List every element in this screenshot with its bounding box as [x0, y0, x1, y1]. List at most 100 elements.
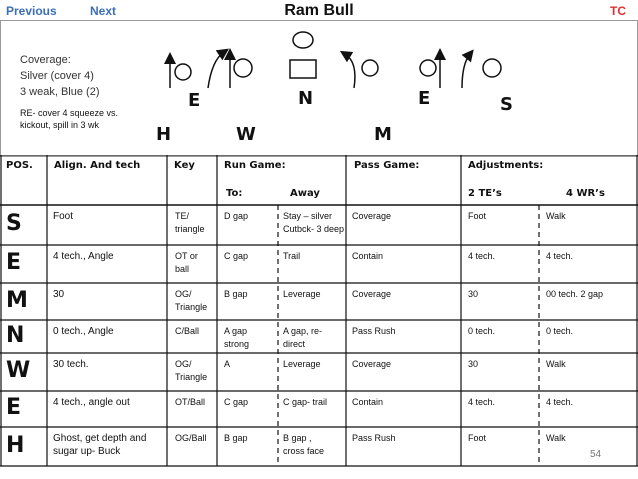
page-number: 54: [590, 449, 602, 460]
cell-away2: cross face: [283, 446, 325, 456]
cell-pass: Pass Rush: [352, 326, 396, 336]
header-run-game: Run Game:: [224, 160, 286, 171]
position-letter: W: [6, 358, 31, 383]
cell-wr: Walk: [546, 359, 566, 369]
cell-align: 30 tech.: [53, 359, 89, 370]
cell-key1: OG/: [175, 289, 192, 299]
cell-wr: 4 tech.: [546, 251, 574, 261]
cell-key1: OG/Ball: [175, 433, 207, 443]
header-align: Align. And tech: [54, 160, 141, 171]
player-h: H: [156, 124, 172, 145]
formation-diagram: Coverage: Silver (cover 4) 3 weak, Blue …: [0, 20, 638, 157]
cell-key1: OG/: [175, 359, 192, 369]
cell-te: 4 tech.: [468, 397, 496, 407]
cell-align: Ghost, get depth and: [53, 433, 147, 444]
cell-align2: sugar up- Buck: [53, 446, 121, 457]
cell-to1: A gap: [224, 326, 248, 336]
coverage-label: Coverage:: [20, 54, 71, 66]
player-n: N: [298, 88, 314, 109]
cell-away1: Stay – silver: [283, 211, 333, 221]
cell-wr: 4 tech.: [546, 397, 574, 407]
header-2te: 2 TE’s: [468, 188, 502, 199]
lineman-circle: [361, 59, 379, 77]
cell-to1: A: [224, 359, 231, 369]
table-lines: [0, 155, 638, 467]
cell-pass: Coverage: [352, 289, 392, 299]
offense-formation: [164, 31, 502, 89]
cell-pass: Coverage: [352, 211, 392, 221]
cell-pass: Contain: [352, 397, 384, 407]
lineman-circle: [233, 58, 253, 78]
player-w: W: [236, 124, 256, 145]
cell-align: 4 tech., Angle: [53, 251, 114, 262]
cell-te: 4 tech.: [468, 251, 496, 261]
cell-away1: C gap- trail: [283, 397, 328, 407]
cell-to1: D gap: [224, 211, 249, 221]
cell-align: 30: [53, 289, 65, 300]
previous-link[interactable]: Previous: [6, 4, 57, 18]
cell-te: 30: [468, 359, 479, 369]
cell-key1: C/Ball: [175, 326, 200, 336]
header-pass-game: Pass Game:: [354, 160, 420, 171]
cell-te: Foot: [468, 211, 487, 221]
cell-pass: Contain: [352, 251, 384, 261]
header-4wr: 4 WR’s: [566, 188, 605, 199]
lineman-circle: [419, 59, 437, 77]
cell-align: 4 tech., angle out: [53, 397, 130, 408]
cell-key2: Triangle: [175, 372, 208, 382]
lineman-circle: [174, 63, 192, 81]
page-title: Ram Bull: [284, 2, 354, 19]
coverage-line2: 3 weak, Blue (2): [20, 86, 100, 98]
cell-away1: A gap, re-: [283, 326, 323, 336]
cell-wr: Walk: [546, 433, 566, 443]
cell-te: 30: [468, 289, 479, 299]
cell-wr: 00 tech. 2 gap: [546, 289, 604, 299]
header-key: Key: [174, 160, 195, 171]
qb-circle: [292, 31, 314, 49]
next-link[interactable]: Next: [90, 4, 117, 18]
cell-key1: OT or: [175, 251, 198, 261]
coverage-note2: kickout, spill in 3 wk: [20, 120, 100, 130]
cell-key1: OT/Ball: [175, 397, 206, 407]
cell-key2: triangle: [175, 224, 205, 234]
player-e-right: E: [418, 88, 431, 109]
cell-away1: Leverage: [283, 359, 321, 369]
cell-align: 0 tech., Angle: [53, 326, 114, 337]
lineman-circle: [482, 58, 502, 78]
cell-to1: C gap: [224, 397, 249, 407]
position-letter: N: [6, 322, 25, 348]
cell-key2: ball: [175, 264, 190, 274]
position-letter: S: [6, 211, 22, 236]
cell-te: 0 tech.: [468, 326, 496, 336]
header-adjustments: Adjustments:: [468, 160, 544, 171]
position-letter: H: [6, 432, 25, 458]
tc-link[interactable]: TC: [610, 4, 626, 18]
cell-away1: Leverage: [283, 289, 321, 299]
coverage-line1: Silver (cover 4): [20, 70, 94, 82]
player-s: S: [500, 94, 513, 115]
cell-to1: B gap: [224, 433, 248, 443]
position-letter: E: [6, 395, 22, 420]
header-away: Away: [290, 188, 320, 199]
assignment-table: POS. Align. And tech Key Run Game: To: A…: [0, 155, 638, 467]
cell-wr: 0 tech.: [546, 326, 574, 336]
cell-pass: Pass Rush: [352, 433, 396, 443]
cell-key1: TE/: [175, 211, 190, 221]
center-square: [289, 59, 317, 79]
header-to: To:: [226, 188, 243, 199]
position-letter: E: [6, 250, 22, 275]
player-m: M: [374, 124, 392, 145]
header-pos: POS.: [6, 160, 33, 171]
cell-wr: Walk: [546, 211, 566, 221]
cell-to2: strong: [224, 339, 250, 349]
cell-pass: Coverage: [352, 359, 392, 369]
cell-away1: Trail: [283, 251, 301, 261]
cell-away2: Cutbck- 3 deep: [283, 224, 345, 234]
player-e-left: E: [188, 90, 201, 111]
position-letter: M: [6, 287, 28, 313]
cell-key2: Triangle: [175, 302, 208, 312]
coverage-note1: RE- cover 4 squeeze vs.: [20, 108, 119, 118]
cell-align: Foot: [53, 211, 74, 222]
cell-to1: B gap: [224, 289, 248, 299]
cell-away1: B gap ,: [283, 433, 312, 443]
